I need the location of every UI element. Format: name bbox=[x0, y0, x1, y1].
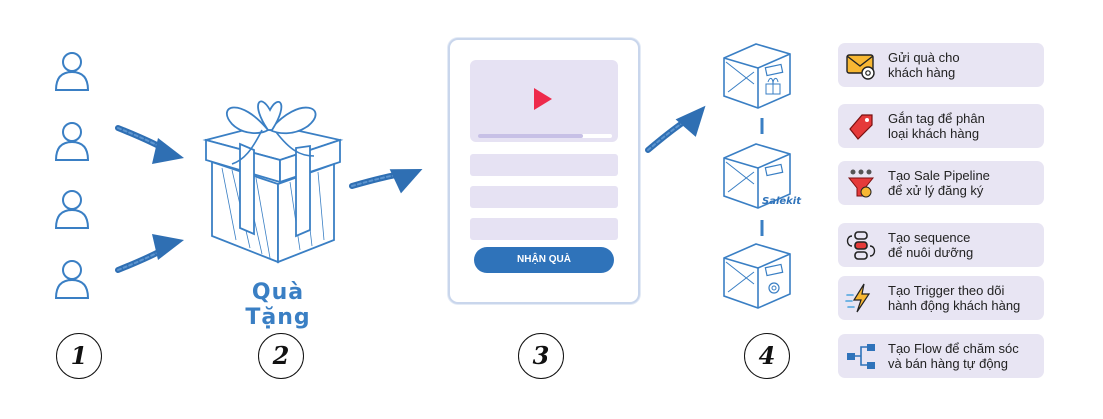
landing-form: NHẬN QUÀ bbox=[448, 38, 640, 304]
video-progress-track[interactable] bbox=[478, 134, 612, 138]
action-card-sequence: Tạo sequence để nuôi dưỡng bbox=[838, 223, 1044, 267]
action-text: Gửi quà cho khách hàng bbox=[888, 50, 960, 80]
step-1-label: 1 bbox=[56, 333, 102, 379]
form-field-1[interactable] bbox=[470, 154, 618, 176]
gift-parcel-icon bbox=[723, 43, 791, 109]
step-3-label: 3 bbox=[518, 333, 564, 379]
arrow-icon bbox=[118, 128, 184, 164]
arrow-icon bbox=[648, 92, 711, 167]
box-brand-label: Salekit bbox=[762, 196, 802, 207]
video-player[interactable] bbox=[470, 60, 618, 142]
action-card-flow: Tạo Flow để chăm sóc và bán hàng tự động bbox=[838, 334, 1044, 378]
arrow-icon bbox=[352, 145, 426, 214]
action-text: Tạo sequence để nuôi dưỡng bbox=[888, 230, 974, 260]
action-text: Tạo Trigger theo dõi hành động khách hàn… bbox=[888, 283, 1021, 313]
play-icon[interactable] bbox=[534, 88, 552, 110]
flowchart-icon bbox=[847, 344, 875, 369]
email-gift-icon bbox=[846, 54, 875, 80]
video-progress-fill bbox=[478, 134, 583, 138]
box-stack bbox=[723, 43, 791, 309]
step-2-label: 2 bbox=[258, 333, 304, 379]
receive-gift-button[interactable]: NHẬN QUÀ bbox=[474, 247, 614, 273]
form-field-3[interactable] bbox=[470, 218, 618, 240]
action-card-send-gift: Gửi quà cho khách hàng bbox=[838, 43, 1044, 87]
action-card-trigger: Tạo Trigger theo dõi hành động khách hàn… bbox=[838, 276, 1044, 320]
person-icon bbox=[55, 122, 89, 161]
sequence-icon bbox=[846, 231, 876, 260]
step-4-label: 4 bbox=[744, 333, 790, 379]
people-group bbox=[55, 52, 89, 299]
lightning-icon bbox=[845, 283, 871, 313]
tag-icon bbox=[849, 114, 873, 140]
action-text: Tạo Sale Pipeline để xử lý đăng ký bbox=[888, 168, 990, 198]
sales-funnel-icon bbox=[847, 169, 875, 198]
person-icon bbox=[55, 190, 89, 229]
action-card-pipeline: Tạo Sale Pipeline để xử lý đăng ký bbox=[838, 161, 1044, 205]
form-field-2[interactable] bbox=[470, 186, 618, 208]
person-icon bbox=[55, 52, 89, 91]
gift-box-icon bbox=[202, 100, 344, 264]
person-icon bbox=[55, 260, 89, 299]
action-text: Gắn tag để phân loại khách hàng bbox=[888, 111, 985, 141]
action-text: Tạo Flow để chăm sóc và bán hàng tự động bbox=[888, 341, 1019, 371]
email-parcel-icon bbox=[723, 243, 791, 309]
action-card-tag: Gắn tag để phân loại khách hàng bbox=[838, 104, 1044, 148]
arrow-icon bbox=[118, 234, 184, 270]
gift-label: Quà Tặng bbox=[245, 280, 311, 330]
